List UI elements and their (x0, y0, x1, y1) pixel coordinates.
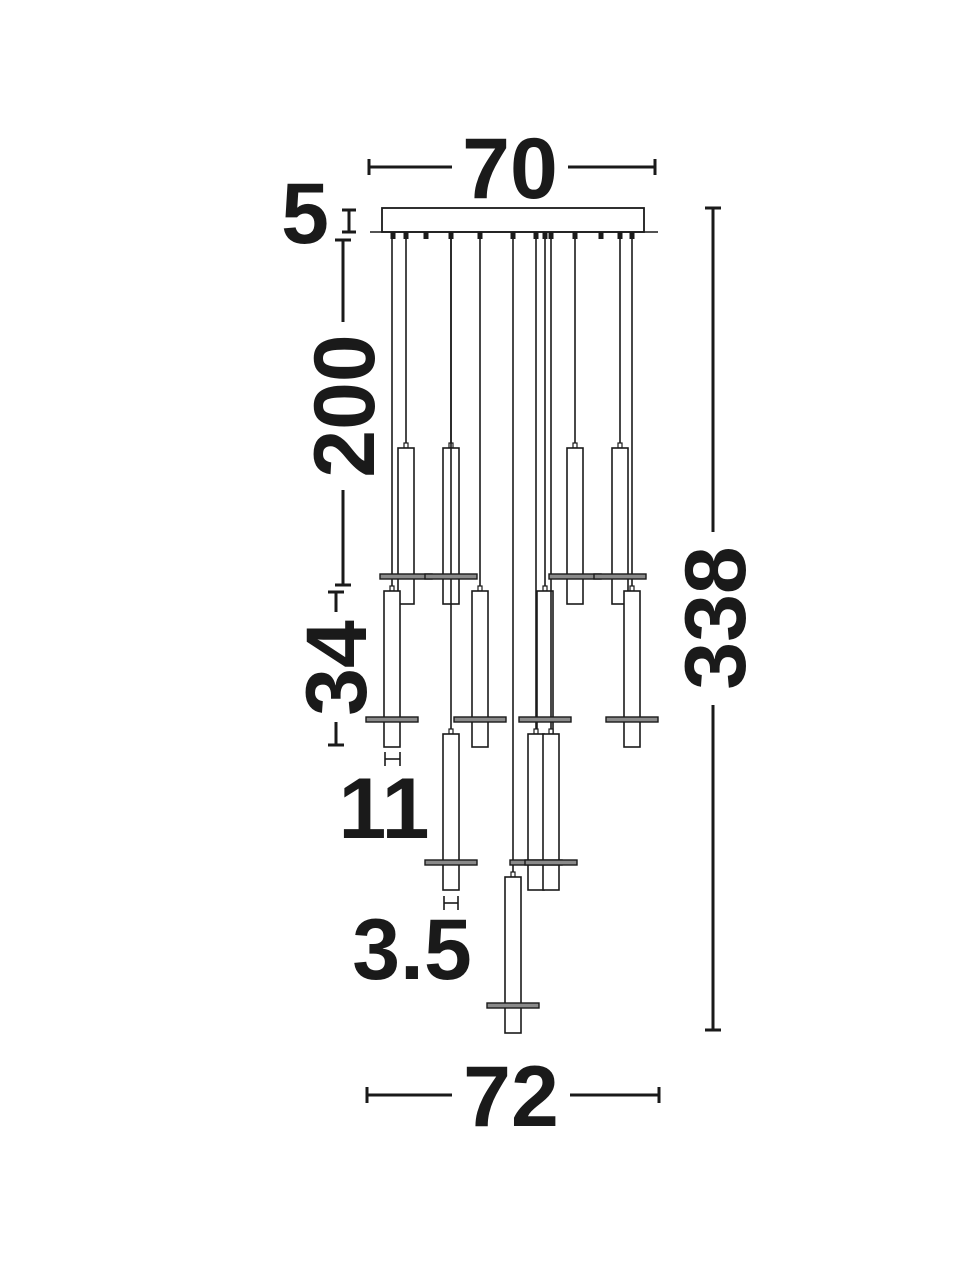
cable-cap (572, 232, 578, 239)
ceiling-canopy (370, 207, 658, 233)
crystal-ring (593, 573, 647, 580)
cable-cap (542, 232, 548, 239)
crystal-ring (486, 1002, 540, 1009)
pendant-tube (397, 447, 415, 605)
cable-cap (548, 232, 554, 239)
canopy-height-label: 5 (281, 166, 329, 262)
pendant-tube (566, 447, 584, 605)
cable-cap (403, 232, 409, 239)
crystal-ring (453, 716, 507, 723)
crystal-ring (424, 573, 478, 580)
ring-thickness-dimension: 3.5 (352, 896, 472, 998)
cable-cap (448, 232, 454, 239)
crystal-ring (518, 716, 572, 723)
canopy-height-dimension: 5 (281, 166, 356, 262)
pendant-height-label: 34 (289, 620, 385, 716)
cable-length-dimension: 200 (297, 238, 393, 587)
pendant-tube (504, 876, 522, 1034)
cable-cap (629, 232, 635, 239)
cable-cap (510, 232, 516, 239)
total-height-dimension: 338 (668, 206, 764, 1032)
total-height-label: 338 (668, 546, 764, 690)
pendant-tube (442, 733, 460, 891)
cable-cap (390, 232, 396, 239)
crystal-ring (524, 859, 578, 866)
pendant-group (365, 232, 659, 1034)
bottom-width-label: 72 (463, 1049, 559, 1145)
cable-cap (477, 232, 483, 239)
top-width-dimension: 70 (367, 121, 657, 217)
pendant-height-dimension: 34 (289, 590, 385, 747)
bottom-width-dimension: 72 (365, 1049, 661, 1145)
pendant-tube (527, 733, 545, 891)
cable-cap (598, 232, 604, 239)
cable-cap (423, 232, 429, 239)
pendant-diameter-label: 11 (339, 761, 430, 857)
crystal-ring (605, 716, 659, 723)
ring-thickness-label: 3.5 (352, 902, 472, 998)
pendant-diameter-dimension: 11 (339, 752, 430, 857)
pendant-tube (623, 590, 641, 748)
cable-length-label: 200 (297, 334, 393, 478)
crystal-ring (424, 859, 478, 866)
crystal-ring (379, 573, 433, 580)
cable-cap (533, 232, 539, 239)
pendant-tube (542, 733, 560, 891)
cable-cap (617, 232, 623, 239)
top-width-label: 70 (462, 121, 558, 217)
pendant-tube (471, 590, 489, 748)
crystal-ring (548, 573, 602, 580)
pendant-tube (383, 590, 401, 748)
crystal-ring (365, 716, 419, 723)
pendant-tube (611, 447, 629, 605)
